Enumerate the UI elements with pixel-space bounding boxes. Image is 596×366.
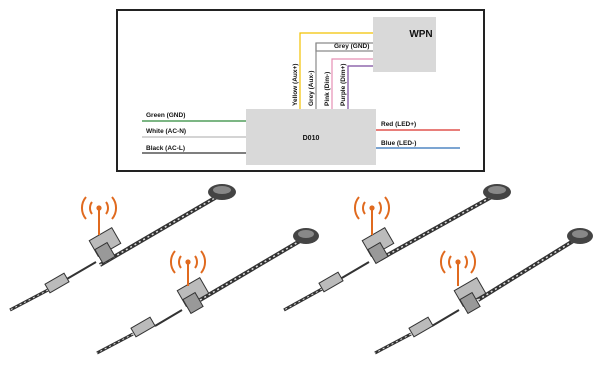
black-acl-label: Black (AC-L) xyxy=(146,145,185,152)
led-strip xyxy=(476,236,580,302)
white-acn-label: White (AC-N) xyxy=(146,128,186,135)
wpn-box xyxy=(373,17,436,72)
d010-box xyxy=(246,109,376,165)
purple-dim-label: Purple (Dim+) xyxy=(340,64,347,106)
led-strip xyxy=(374,193,496,264)
red-led-label: Red (LED+) xyxy=(381,121,416,128)
grey-gnd-label: Grey (GND) xyxy=(334,43,369,50)
blue-led-label: Blue (LED-) xyxy=(381,140,416,147)
d010-label: D010 xyxy=(303,135,320,142)
wireless-signal-icon xyxy=(170,250,206,286)
wireless-signal-icon xyxy=(81,196,117,235)
fixture-1 xyxy=(9,184,236,312)
green-gnd-label: Green (GND) xyxy=(146,112,185,119)
fixture-4 xyxy=(374,228,593,355)
yellow-aux-wire xyxy=(299,32,373,109)
grey-aux-label: Grey (Aux-) xyxy=(308,71,315,106)
fixture-3 xyxy=(283,184,511,312)
wpn-label: WPN xyxy=(409,29,432,40)
wireless-signal-icon xyxy=(440,250,476,286)
grey-gnd-wire xyxy=(315,43,373,52)
pink-dim-wire xyxy=(331,58,373,109)
led-strip xyxy=(198,236,307,302)
fixture-2 xyxy=(96,228,319,355)
wireless-signal-icon xyxy=(354,196,390,235)
pink-dim-label: Pink (Dim-) xyxy=(324,72,331,106)
led-strip xyxy=(98,193,222,267)
yellow-aux-label: Yellow (Aux+) xyxy=(292,64,299,106)
purple-dim-wire xyxy=(347,65,373,109)
